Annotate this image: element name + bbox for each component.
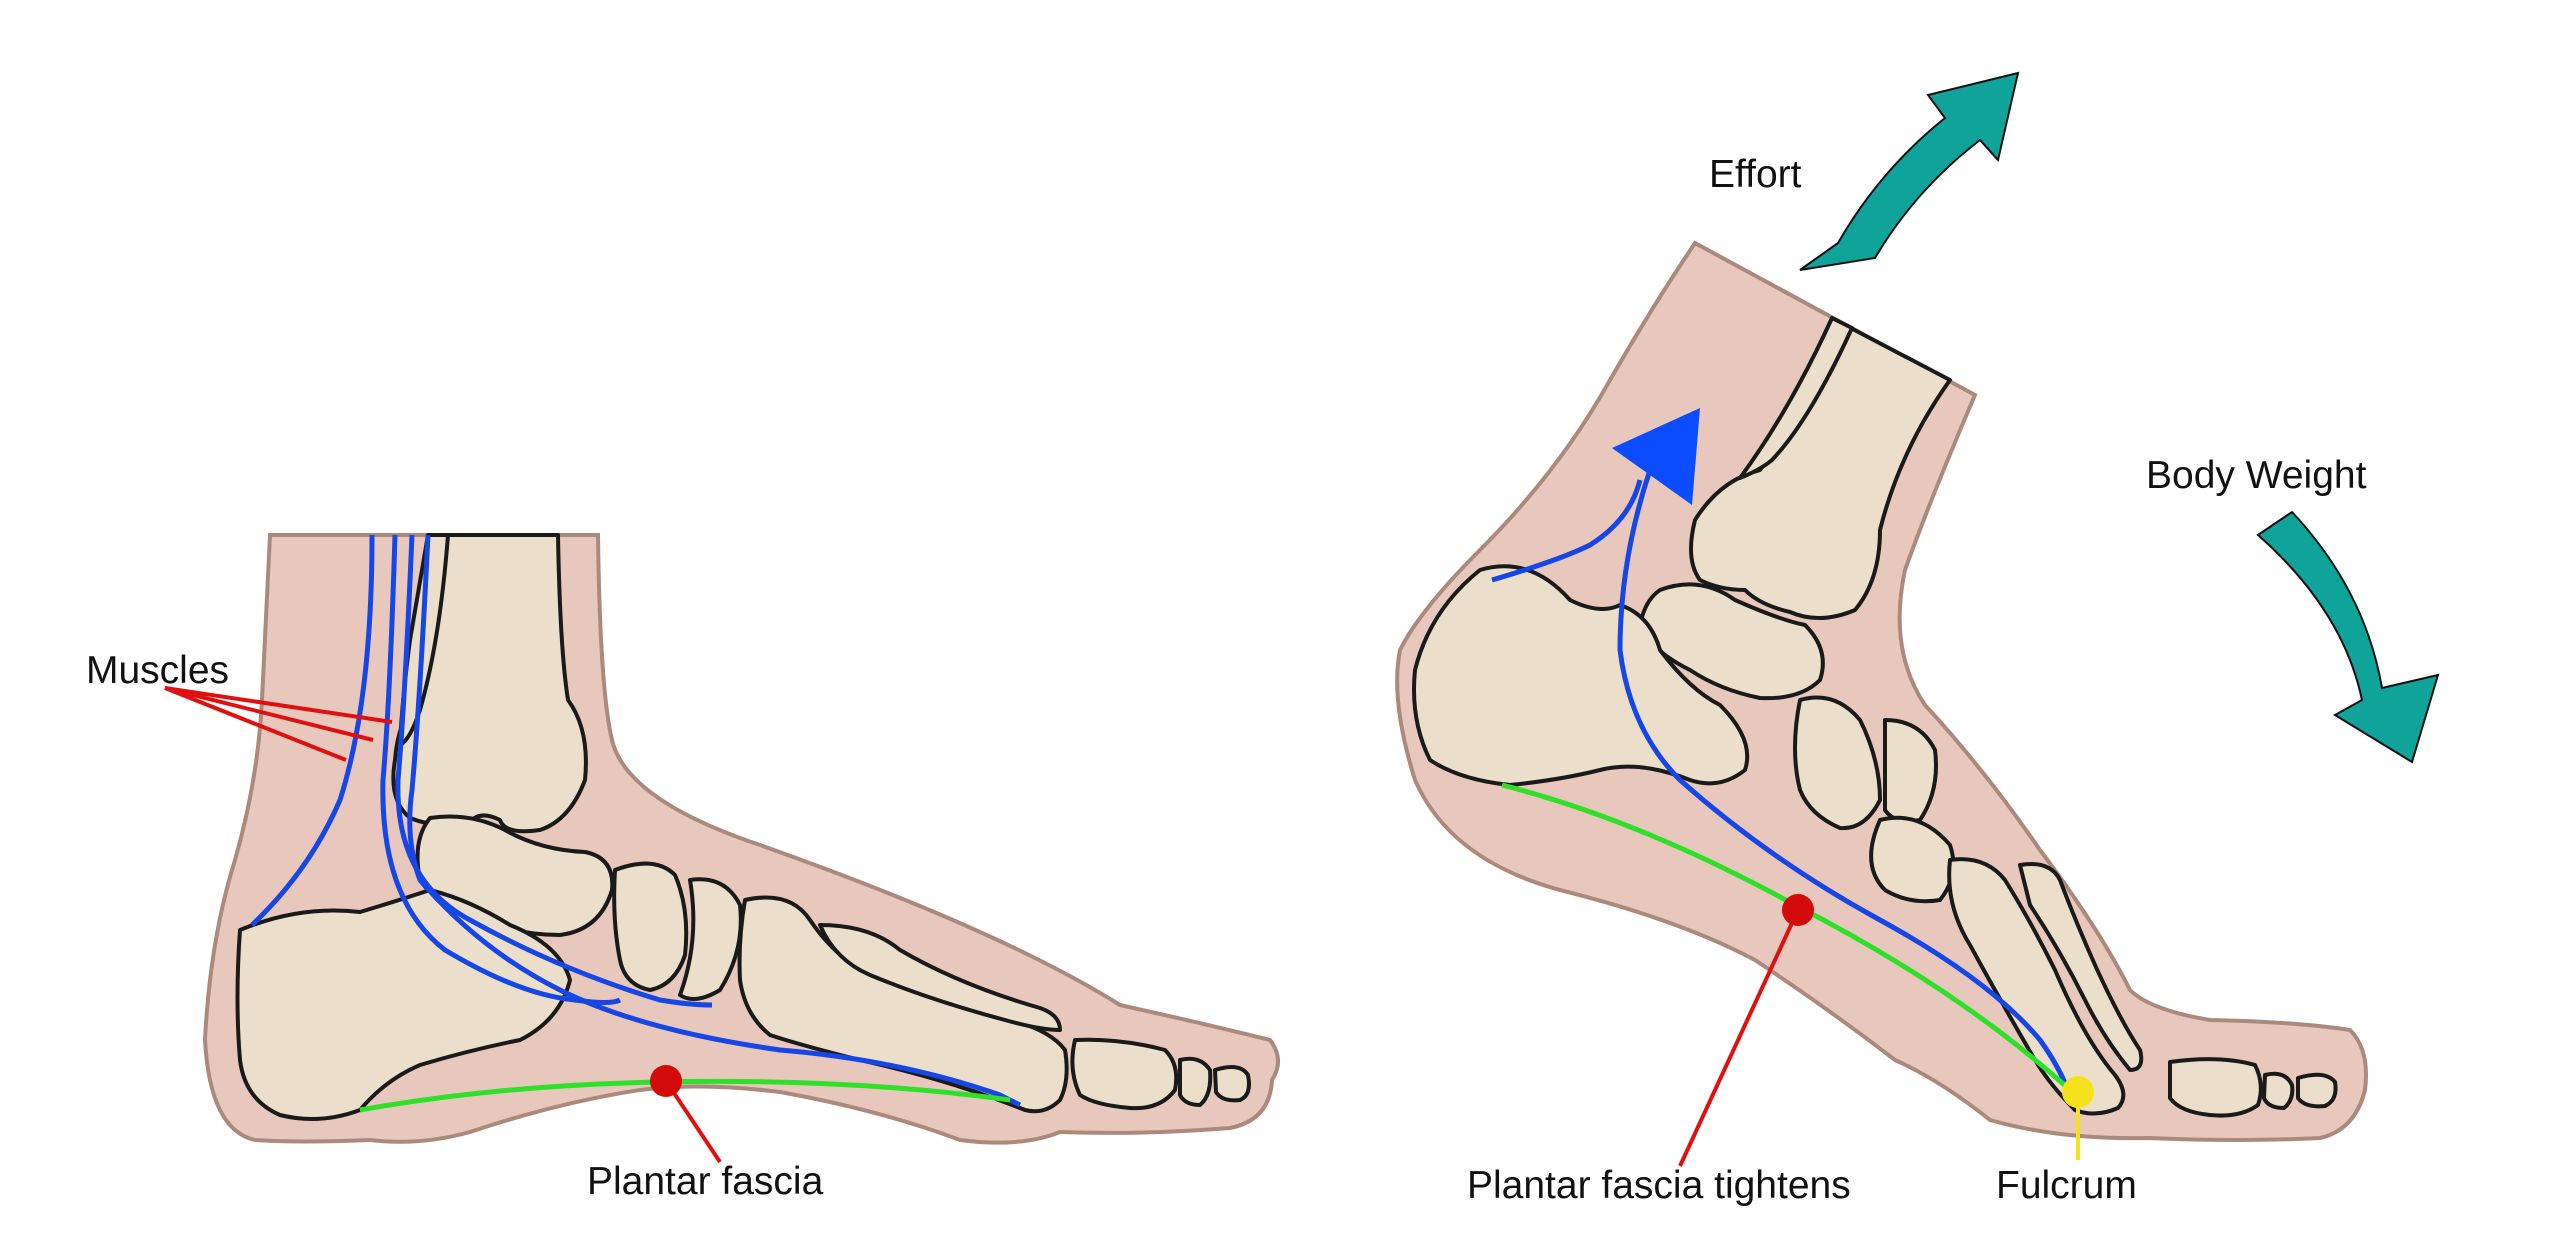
metatarsal-2-bone <box>818 923 1062 1032</box>
plantar-fascia-leader <box>664 1079 722 1164</box>
right-foot: Effort Body Weight Plantar fascia tighte… <box>1395 71 2440 1207</box>
phalanx-distal-bone <box>2296 1072 2338 1109</box>
muscle-line <box>250 534 375 927</box>
effort-muscle-arrowhead <box>1612 408 1700 505</box>
phalanx-middle-bone <box>2262 1071 2295 1110</box>
phalanx-distal-bone <box>1213 1064 1251 1103</box>
phalanx-proximal-bone <box>1070 1037 1179 1111</box>
metatarsal-bone <box>1947 857 2126 1116</box>
phalanx-middle-bone <box>1178 1056 1213 1107</box>
left-muscles <box>250 534 1022 1108</box>
cuboid-bone <box>1869 815 1956 904</box>
muscles-label: Muscles <box>86 649 229 692</box>
phalanx-proximal-bone <box>2168 1057 2263 1118</box>
metatarsal-2-bone <box>2018 862 2144 1072</box>
plantar-fascia-tightens-point <box>1782 894 1814 926</box>
muscle-line <box>407 534 1022 1108</box>
navicular-bone <box>612 861 689 992</box>
right-foot-bones <box>1412 316 2338 1118</box>
effort-label: Effort <box>1709 153 1802 196</box>
right-muscles <box>1491 408 2071 1091</box>
muscle-line <box>380 534 622 1005</box>
muscles-leaders <box>164 686 393 762</box>
left-foot: Muscles Plantar fascia <box>86 533 1280 1203</box>
muscle-line <box>1491 479 1643 583</box>
effort-arrow <box>1799 71 2020 271</box>
muscles-leader-line <box>164 686 393 724</box>
cuneiform-bone <box>678 877 743 1001</box>
fulcrum-point <box>2062 1076 2094 1108</box>
plantar-fascia-label: Plantar fascia <box>587 1160 824 1203</box>
plantar-fascia-tightens-leader <box>1678 909 1800 1167</box>
navicular-bone <box>1793 695 1882 831</box>
plantar-fascia-tightens-label: Plantar fascia tightens <box>1467 1164 1851 1207</box>
plantar-fascia-point <box>650 1065 682 1097</box>
muscles-leader-line <box>164 686 374 742</box>
muscles-leader-line <box>164 686 347 762</box>
muscle-line <box>395 534 713 1008</box>
fibula-bone <box>1738 316 1854 480</box>
muscle-line <box>1617 469 2071 1091</box>
calcaneus-bone <box>1412 564 1750 787</box>
fulcrum-label: Fulcrum <box>1996 1164 2137 1207</box>
body-weight-arrow <box>2256 510 2440 764</box>
body-weight-label: Body Weight <box>2146 454 2367 497</box>
